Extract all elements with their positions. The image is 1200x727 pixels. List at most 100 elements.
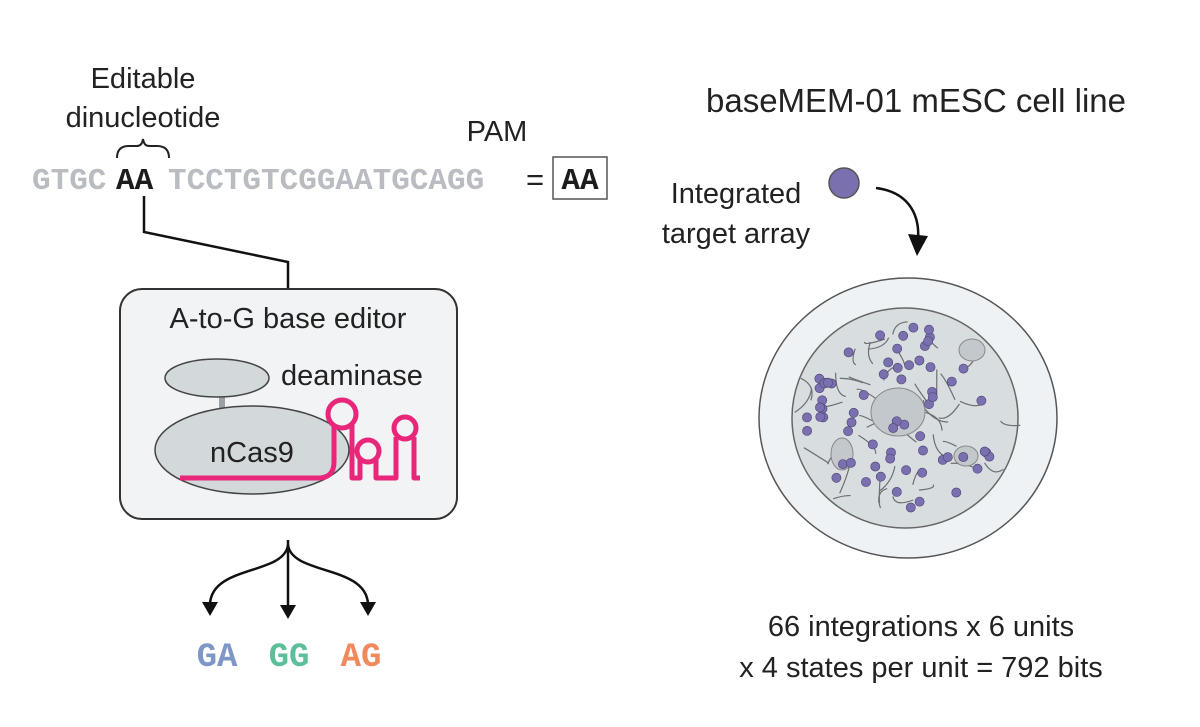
integration-dot [951, 487, 962, 498]
ncas9-shape [154, 405, 350, 495]
outcome-ga: GA [197, 639, 238, 677]
chromatin-fiber [867, 341, 874, 365]
nucleolus [870, 387, 926, 437]
footer-line1: 66 integrations x 6 units [768, 611, 1074, 643]
integration-dot [848, 407, 859, 418]
cell-line-title: baseMEM-01 mESC cell line [706, 82, 1126, 119]
sequence-editable: AA [116, 164, 154, 199]
integration-dot [901, 465, 911, 476]
chromatin-fiber [892, 321, 908, 335]
connector-line [142, 196, 290, 290]
sequence-equals: = [526, 162, 544, 197]
chromatin-fiber [879, 466, 896, 492]
integration-dot [908, 322, 919, 333]
integration-dot [892, 362, 903, 373]
integration-dot [915, 431, 926, 442]
chromatin-fiber [867, 337, 890, 350]
integration-dot [914, 355, 925, 366]
sequence-rest: TCCTGTCGGAATGCAGG [168, 164, 484, 199]
integration-dot [831, 472, 842, 483]
integration-dot [918, 445, 928, 456]
integration-dot [846, 417, 857, 428]
integration-dot [815, 402, 825, 413]
editable-label-line2: dinucleotide [66, 102, 221, 134]
integration-dots [802, 322, 995, 513]
integrated-label-line2: target array [662, 218, 811, 250]
integration-dot [802, 425, 812, 436]
integration-dot [802, 412, 812, 423]
chromatin-fiber [938, 403, 960, 419]
integration-dot [858, 390, 869, 400]
ncas9-label: nCas9 [210, 437, 294, 469]
arrow-head-center-icon [280, 605, 296, 619]
integration-dot [843, 347, 854, 358]
integration-dot [875, 471, 886, 482]
arrow-head-left-icon [202, 602, 218, 616]
integration-dot [823, 377, 833, 388]
chromatin-fiber [892, 496, 914, 504]
chromatin-fiber [833, 494, 851, 500]
integration-dot [946, 376, 957, 387]
outcome-ag: AG [341, 639, 382, 677]
integration-dot [861, 477, 871, 487]
chromatin-fiber [803, 447, 830, 464]
curved-arrow-head-icon [908, 234, 928, 256]
chromatin [794, 321, 1021, 509]
chromatin-fiber [983, 462, 1004, 473]
target-array-icon [828, 167, 860, 199]
chromatin-fiber [839, 466, 850, 494]
integration-dot [958, 363, 969, 374]
integration-dot [923, 336, 933, 346]
integration-dot [885, 453, 896, 464]
chromatin-fiber [863, 338, 886, 345]
arrow-head-right-icon [360, 602, 376, 616]
outcome-gg: GG [269, 639, 310, 677]
chromatin-fiber [825, 401, 843, 408]
integrated-label-line1: Integrated [671, 178, 802, 210]
chromatin-fiber [852, 348, 857, 366]
integration-dot [972, 463, 983, 474]
integration-dot [870, 461, 881, 472]
integration-dot [896, 374, 907, 385]
integration-dot [979, 446, 990, 457]
integration-dot [976, 395, 987, 406]
branch-arrows [208, 540, 370, 610]
integration-dot [888, 423, 899, 433]
pam-box [552, 156, 608, 200]
chromatin-fiber [1000, 420, 1021, 427]
chromatin-fiber [940, 373, 956, 401]
integration-dot [905, 502, 916, 513]
integration-dot [914, 496, 925, 507]
integration-dot [892, 343, 903, 354]
deaminase-label: deaminase [281, 360, 423, 392]
chromatin-fiber [923, 411, 943, 431]
chromocenter [958, 338, 986, 362]
integration-dot [904, 360, 914, 371]
sequence-prefix: GTGC [32, 164, 106, 199]
integration-dot [891, 486, 902, 497]
chromatin-fiber [794, 388, 813, 413]
integration-dot [875, 330, 885, 341]
integration-dot [917, 467, 928, 478]
chromatin-fiber [800, 377, 813, 401]
integration-dot [867, 439, 878, 450]
integration-dot [898, 330, 909, 341]
integration-dot [927, 392, 938, 402]
integration-dot [942, 452, 953, 462]
pam-sequence: AA [561, 164, 599, 199]
integration-dot [958, 452, 969, 462]
deaminase-shape [164, 358, 270, 398]
integration-dot [843, 426, 853, 437]
integration-dot [838, 459, 848, 469]
integration-dot [815, 411, 826, 422]
chromatin-fiber [835, 372, 846, 398]
integration-dot [924, 324, 934, 335]
footer-line2: x 4 states per unit = 792 bits [739, 652, 1103, 684]
editable-label-line1: Editable [91, 63, 196, 95]
brace-icon [116, 138, 170, 159]
guide-rna-icon [180, 397, 420, 481]
integration-dot [925, 362, 936, 372]
integration-dot [883, 357, 894, 368]
integration-dot [846, 457, 856, 468]
